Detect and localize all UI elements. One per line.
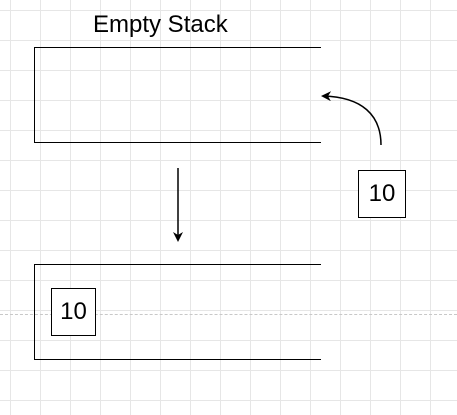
resulting-stack-container	[34, 264, 321, 360]
incoming-value-box: 10	[358, 170, 406, 218]
dashed-guide-line	[0, 314, 457, 315]
diagram-title: Empty Stack	[93, 11, 228, 38]
empty-stack-container	[34, 47, 321, 143]
stack-item-box: 10	[51, 288, 96, 336]
push-arrow	[321, 91, 382, 146]
